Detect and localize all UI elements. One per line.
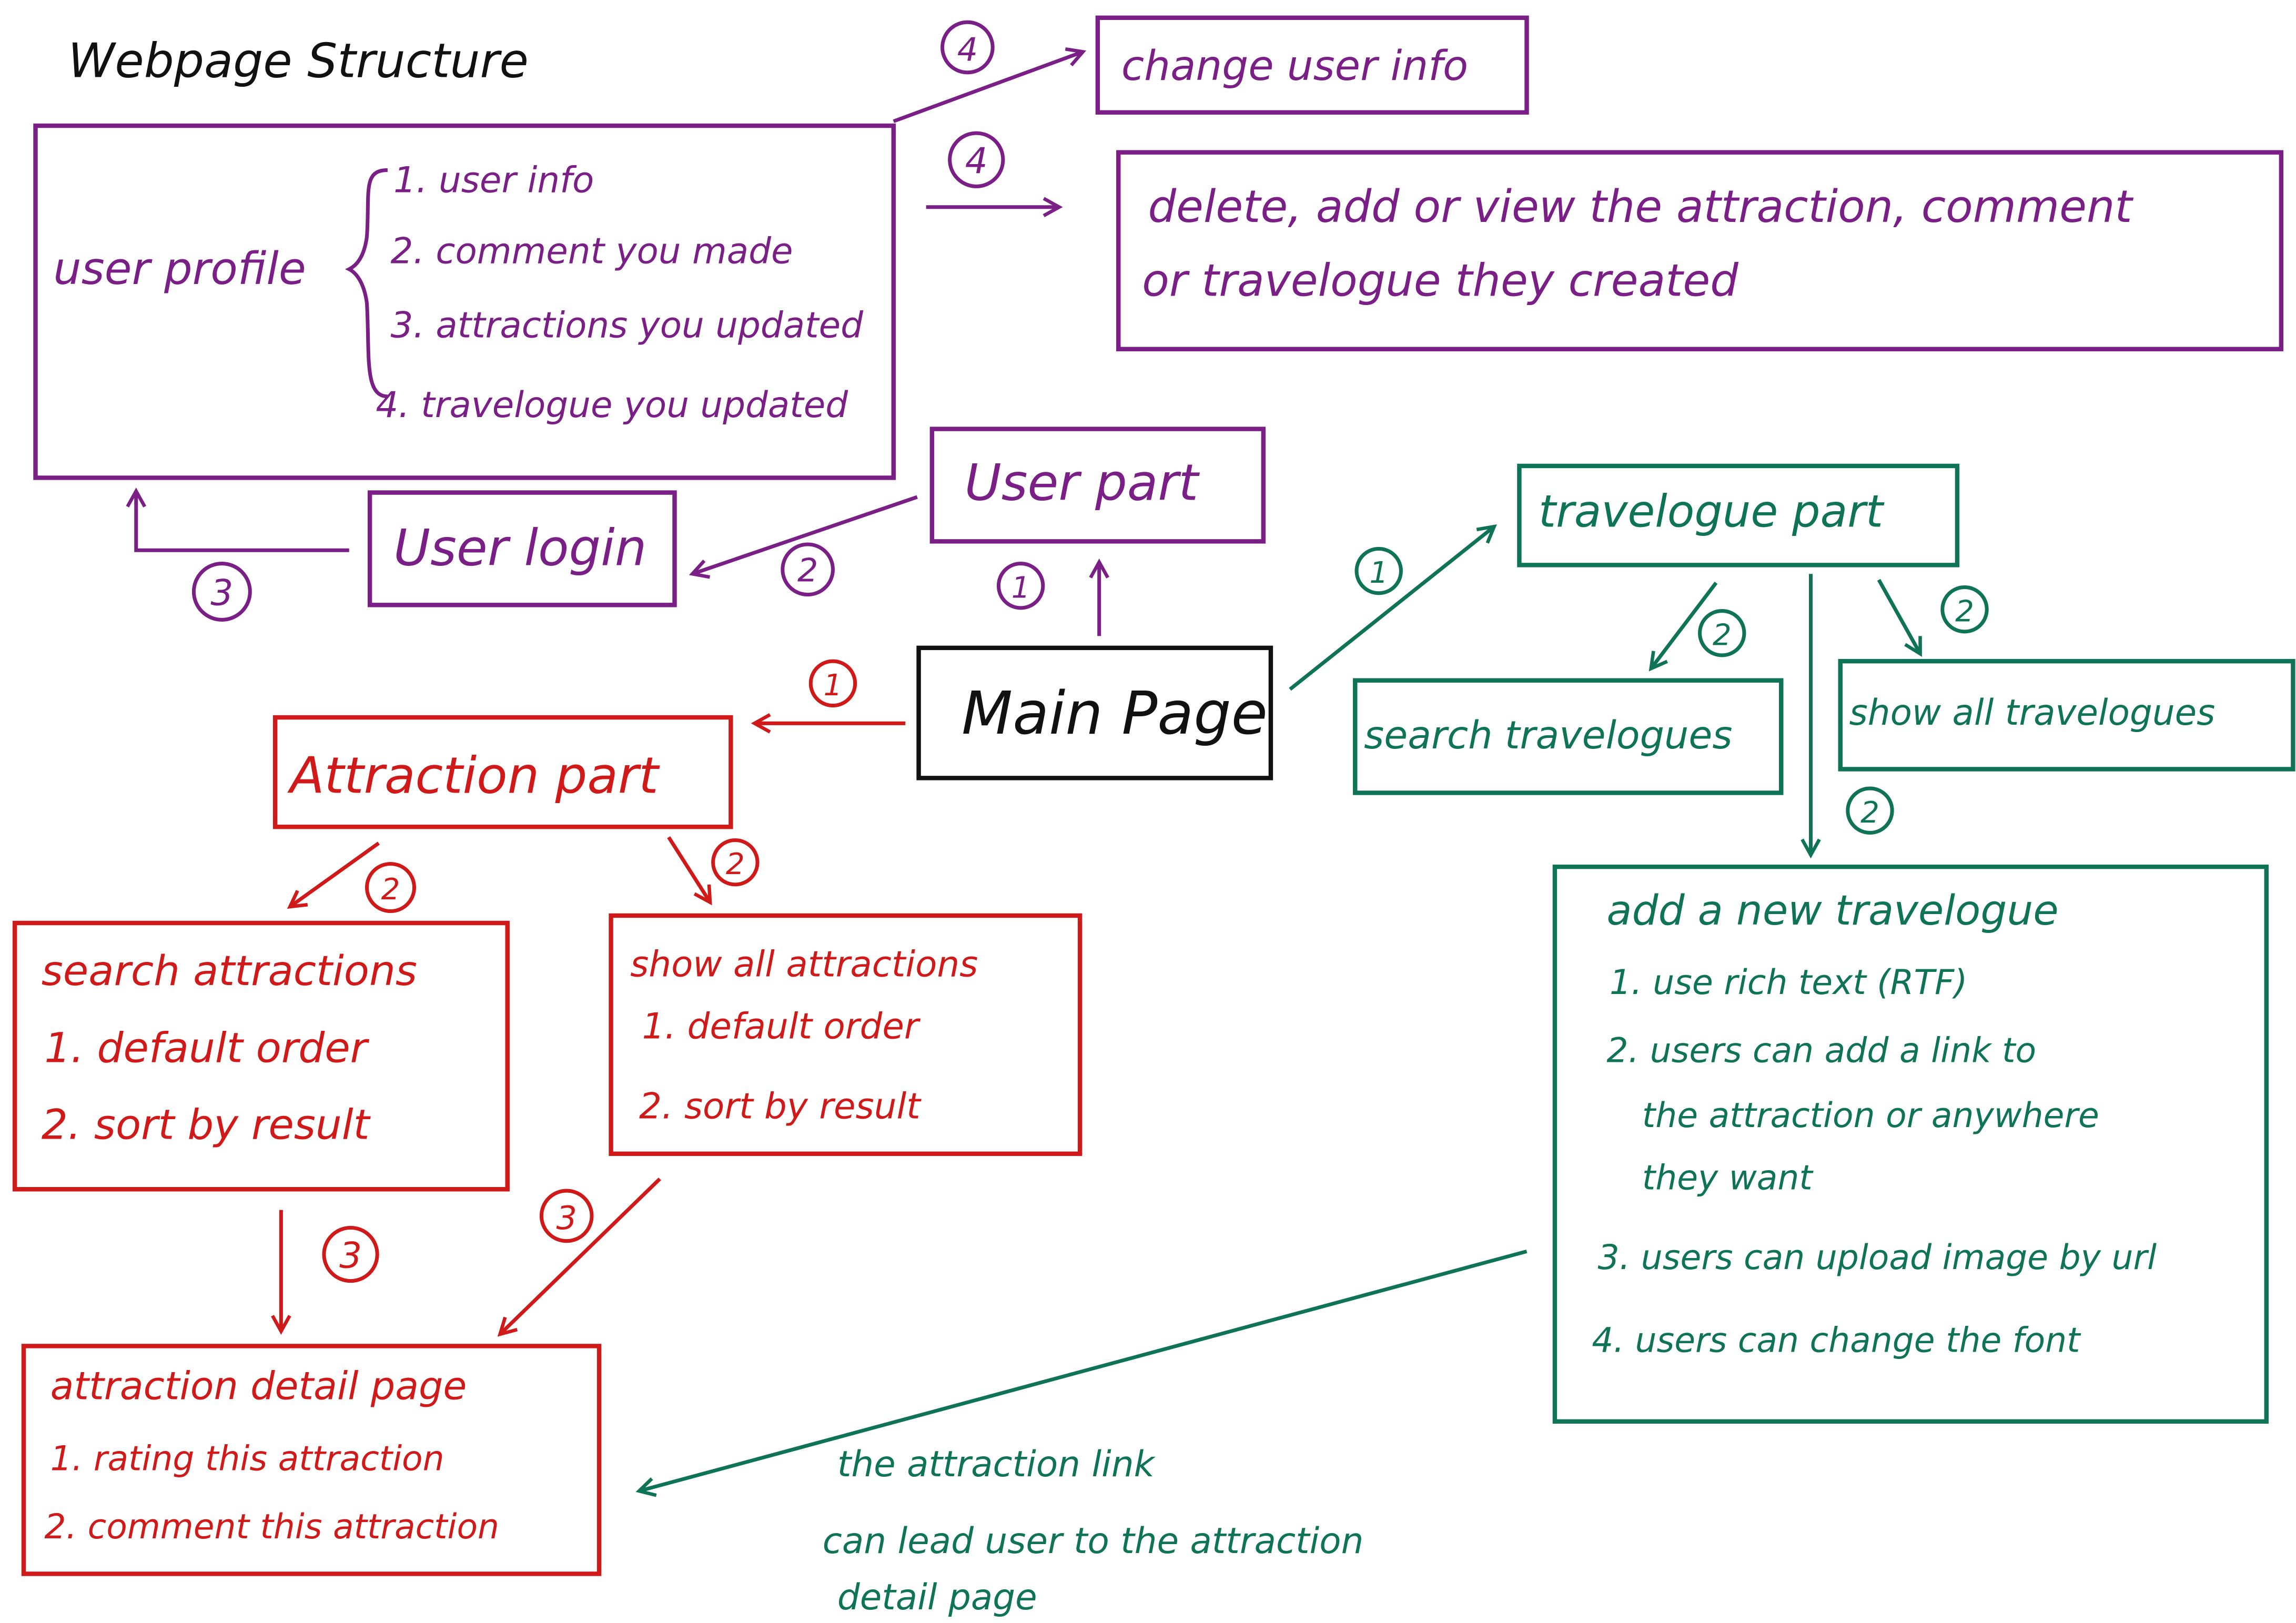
show-all-attractions-label: show all attractions <box>630 943 978 985</box>
step-marker <box>365 861 417 914</box>
step-markers-red: 1 2 2 3 3 <box>322 659 857 1283</box>
step-number: 1 <box>1369 556 1388 590</box>
step-number: 4 <box>957 31 978 68</box>
main-page-label: Main Page <box>962 679 1268 748</box>
change-user-info-box <box>1095 15 1529 115</box>
search-attractions-item: 1. default order <box>44 1023 369 1072</box>
step-marker <box>191 562 252 622</box>
add-travelogue-item: they want <box>1642 1158 1814 1198</box>
user-profile-box <box>33 123 896 480</box>
travelogue-part-box <box>1517 463 1960 567</box>
add-travelogue-item: the attraction or anywhere <box>1642 1096 2099 1135</box>
curly-brace <box>345 168 388 399</box>
add-travelogue-item: 4. users can change the font <box>1592 1321 2081 1361</box>
step-number: 2 <box>1955 594 1974 628</box>
attraction-detail-item: 1. rating this attraction <box>50 1439 444 1479</box>
note-line: the attraction link <box>837 1443 1156 1485</box>
step-marker <box>1698 609 1746 657</box>
show-all-travelogues-label: show all travelogues <box>1849 692 2216 733</box>
step-marker <box>539 1189 594 1243</box>
step-number: 3 <box>557 1199 577 1237</box>
search-travelogues-box <box>1353 678 1784 795</box>
show-all-attractions-item: 2. sort by result <box>639 1085 922 1127</box>
step-number: 1 <box>824 668 843 703</box>
step-number: 4 <box>965 140 988 181</box>
user-login-box <box>367 490 677 607</box>
step-marker <box>948 131 1005 188</box>
add-travelogue-item: 2. users can add a link to <box>1606 1031 2036 1070</box>
step-marker <box>322 1225 379 1283</box>
step-number: 2 <box>726 847 745 881</box>
step-marker <box>808 659 857 708</box>
show-all-travelogues-box <box>1838 658 2295 772</box>
note-line: detail page <box>837 1576 1037 1618</box>
profile-item: 2. comment you made <box>391 230 793 272</box>
add-travelogue-item: 1. use rich text (RTF) <box>1610 963 1967 1002</box>
step-marker <box>1354 546 1403 595</box>
page-title: Webpage Structure <box>68 33 529 88</box>
travelogue-part-label: travelogue part <box>1539 485 1885 537</box>
arrow-to-search-travelogues <box>1651 582 1718 668</box>
step-markers-purple: 1 2 3 4 4 <box>191 20 1045 622</box>
user-part-box <box>929 427 1266 544</box>
profile-item: 3. attractions you updated <box>391 304 864 346</box>
attraction-detail-box <box>21 1344 602 1576</box>
search-attractions-label: search attractions <box>42 947 417 995</box>
add-travelogue-item: 3. users can upload image by url <box>1598 1238 2157 1277</box>
search-attractions-box <box>12 920 510 1192</box>
manage-content-line: delete, add or view the attraction, comm… <box>1148 181 2134 232</box>
attraction-detail-item: 2. comment this attraction <box>44 1507 499 1547</box>
search-attractions-item: 2. sort by result <box>42 1101 371 1149</box>
add-travelogue-box <box>1552 864 2269 1424</box>
step-number: 2 <box>1860 796 1879 830</box>
arrow-link-to-attraction-detail <box>639 1249 1528 1491</box>
arrow-to-show-all-attractions <box>667 836 710 902</box>
step-marker <box>940 20 995 75</box>
step-number: 3 <box>210 572 233 613</box>
user-profile-label: user profile <box>53 243 306 295</box>
step-number: 3 <box>339 1234 362 1276</box>
note-line: can lead user to the attraction <box>823 1520 1364 1561</box>
user-login-label: User login <box>393 518 646 577</box>
arrow-show-all-to-detail <box>500 1178 661 1334</box>
step-number: 2 <box>381 873 400 907</box>
change-user-info-label: change user info <box>1121 42 1468 90</box>
manage-content-line: or travelogue they created <box>1142 255 1738 307</box>
arrow-main-to-travelogue-part <box>1289 526 1494 691</box>
step-marker <box>996 562 1045 610</box>
search-travelogues-label: search travelogues <box>1364 713 1732 758</box>
attraction-detail-label: attraction detail page <box>50 1364 467 1409</box>
step-number: 2 <box>1713 618 1732 652</box>
attraction-part-box <box>272 715 733 829</box>
arrow-login-to-profile <box>136 491 349 552</box>
step-marker <box>711 838 760 887</box>
profile-item: 4. travelogue you updated <box>376 384 848 425</box>
main-page-box <box>916 645 1273 780</box>
step-number: 2 <box>797 551 818 589</box>
step-number: 1 <box>1012 571 1030 605</box>
attraction-part-label: Attraction part <box>287 746 660 805</box>
arrow-to-show-all-travelogues <box>1877 579 1920 654</box>
show-all-attractions-box <box>609 913 1083 1156</box>
arrow-user-part-to-login <box>692 495 918 574</box>
add-travelogue-label: add a new travelogue <box>1606 886 2058 935</box>
arrow-profile-to-change-info <box>893 52 1083 123</box>
profile-item: 1. user info <box>393 159 594 201</box>
show-all-attractions-item: 1. default order <box>642 1005 921 1047</box>
step-marker <box>1846 786 1894 835</box>
arrow-to-search-attractions <box>290 841 380 907</box>
step-markers-green: 1 2 2 2 <box>1354 546 1989 835</box>
manage-content-box <box>1116 150 2284 351</box>
step-marker <box>781 542 835 597</box>
step-marker <box>1940 585 1989 634</box>
user-part-label: User part <box>965 453 1200 512</box>
